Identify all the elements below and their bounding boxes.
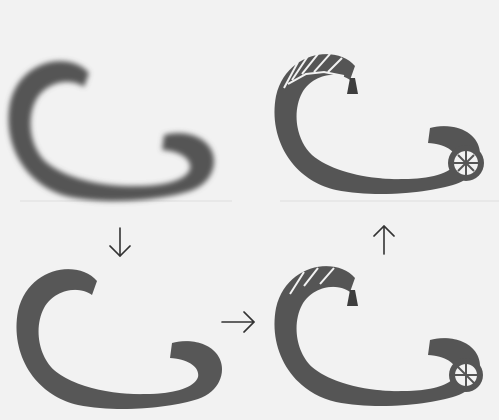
arrow-right: [221, 311, 255, 333]
partial-lattice-shape: [274, 266, 480, 407]
arch-foot: [347, 78, 358, 94]
panel-shape-with-partial-lattice: [274, 266, 483, 407]
smoothed-shape: [16, 269, 223, 410]
panel-blurred-initial-shape: [8, 61, 215, 202]
head-lattice: [448, 145, 484, 181]
partial-head-lattice: [449, 358, 483, 392]
panel-final-shape-with-full-lattice: [274, 53, 484, 195]
panel-smoothed-shape: [16, 269, 223, 410]
arrow-up: [373, 225, 395, 255]
tip-notch: [98, 290, 108, 308]
partial-arch-lattice: [289, 267, 335, 295]
head-spokes: [454, 151, 478, 175]
arch-lattice: [283, 53, 345, 89]
partial-arch-foot: [347, 290, 358, 306]
arrows: [109, 225, 395, 333]
arrow-down: [109, 227, 131, 257]
blurred-shape: [8, 61, 215, 202]
